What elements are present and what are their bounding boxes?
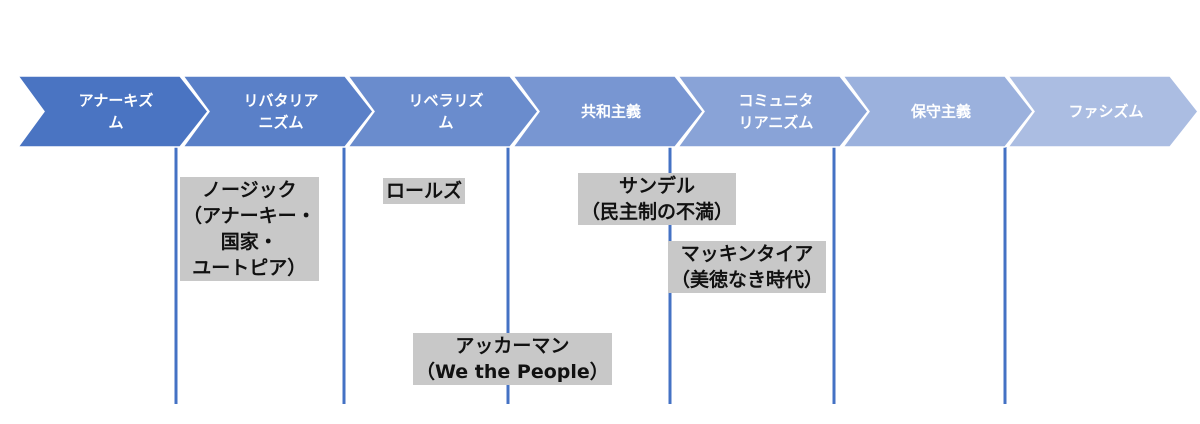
stage-label: リバタリア <box>243 92 318 110</box>
thinker-label-sandel: サンデル （民主制の不満） <box>578 173 737 225</box>
stage-label: ム <box>108 114 123 132</box>
chevron-shape <box>841 75 1034 148</box>
thinker-line: （美徳なき時代） <box>671 269 824 291</box>
thinker-line: ロールズ <box>386 180 463 202</box>
stage-label: 保守主義 <box>910 103 971 121</box>
thinker-label-rawls: ロールズ <box>383 178 466 204</box>
thinker-line: （民主制の不満） <box>581 201 734 223</box>
stage-label: ファシズム <box>1068 103 1143 121</box>
chevron-shape <box>181 75 374 148</box>
stage-label: コミュニタ <box>738 92 813 110</box>
thinker-line: ノージック <box>202 179 297 201</box>
thinker-label-ackerman: アッカーマン （We the People） <box>413 333 612 385</box>
stage-label: リベラリズ <box>408 92 483 110</box>
stage-label: 共和主義 <box>581 103 641 121</box>
thinker-line: （アナーキー・ <box>183 205 316 227</box>
stage-label: ム <box>438 114 453 132</box>
chevron-shape <box>346 75 539 148</box>
thinker-line: アッカーマン <box>455 335 570 357</box>
thinker-label-macintyre: マッキンタイア （美徳なき時代） <box>668 241 827 293</box>
stage-label: ニズム <box>258 114 303 132</box>
thinker-line: ユートピア） <box>192 257 307 279</box>
chevron-shape <box>1006 75 1199 148</box>
stage-label: アナーキズ <box>79 92 154 110</box>
thinker-label-nozick: ノージック （アナーキー・ 国家・ ユートピア） <box>180 177 319 281</box>
thinker-line: 国家・ <box>220 231 278 253</box>
thinker-line: マッキンタイア <box>680 243 814 265</box>
chevron-shape <box>16 75 209 148</box>
chevron-shape <box>511 75 704 148</box>
thinker-line: サンデル <box>619 175 696 197</box>
stage-label: リアニズム <box>739 114 814 132</box>
chevron-shape <box>676 75 869 148</box>
thinker-line: （We the People） <box>416 361 609 383</box>
